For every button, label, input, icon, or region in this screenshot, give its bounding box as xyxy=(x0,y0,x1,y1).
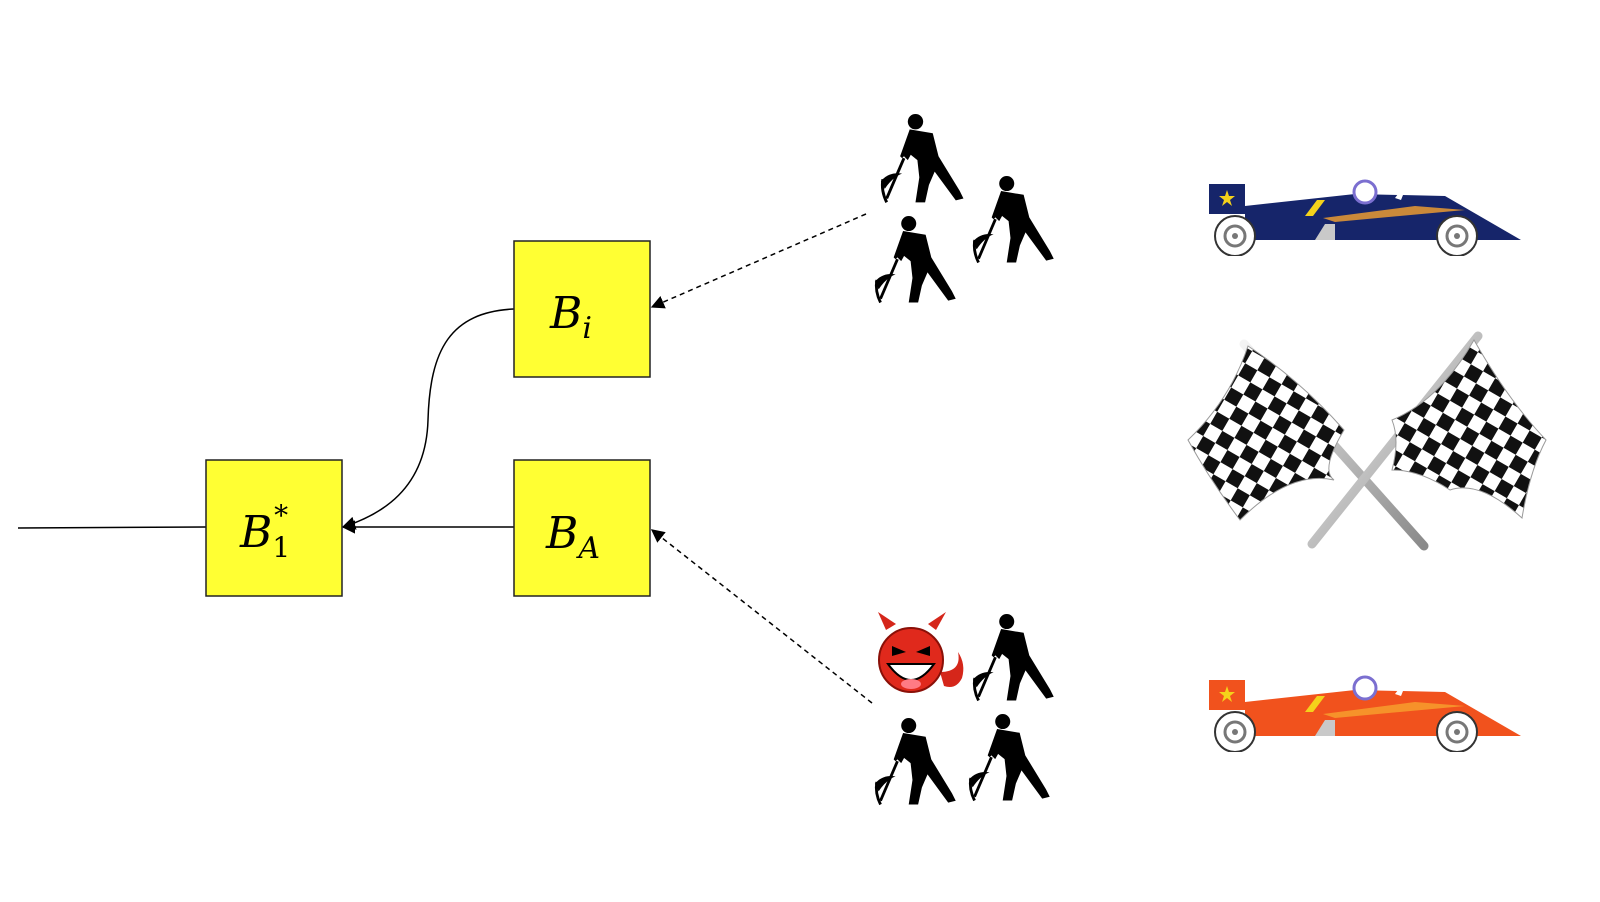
miner-icon xyxy=(971,176,1056,264)
attacker-mining-arrow xyxy=(650,529,873,704)
chain-tail-edge xyxy=(17,526,207,529)
block-ba: BA xyxy=(513,459,651,597)
block-b1-star: B1* xyxy=(205,459,343,597)
miner-icon xyxy=(873,216,958,304)
honest-miners-group xyxy=(873,114,1056,304)
svg-text:Bi: Bi xyxy=(549,288,592,346)
block-bi-main: B xyxy=(549,288,582,339)
miner-icon xyxy=(879,114,965,204)
attacker-miners-group xyxy=(873,612,1056,806)
block-b1-sub: 1 xyxy=(272,531,290,564)
checkered-flags-icon xyxy=(1187,331,1547,551)
block-bi: Bi xyxy=(513,240,651,378)
edge-bi-to-b1 xyxy=(341,308,515,530)
race-car-icon xyxy=(1207,675,1523,752)
miner-icon xyxy=(971,614,1056,702)
devil-icon xyxy=(878,612,964,693)
honest-mining-arrow xyxy=(650,213,867,309)
svg-text:BA: BA xyxy=(545,508,600,566)
miner-icon xyxy=(967,714,1052,802)
block-b1-main: B xyxy=(239,507,272,558)
block-b1-sup: * xyxy=(274,499,288,532)
miner-icon xyxy=(873,718,958,806)
block-ba-main: B xyxy=(545,508,578,559)
race-car-icon xyxy=(1207,179,1523,256)
block-bi-sub: i xyxy=(582,311,592,346)
svg-text:B1*: B1* xyxy=(239,499,290,564)
block-ba-sub: A xyxy=(575,531,600,566)
